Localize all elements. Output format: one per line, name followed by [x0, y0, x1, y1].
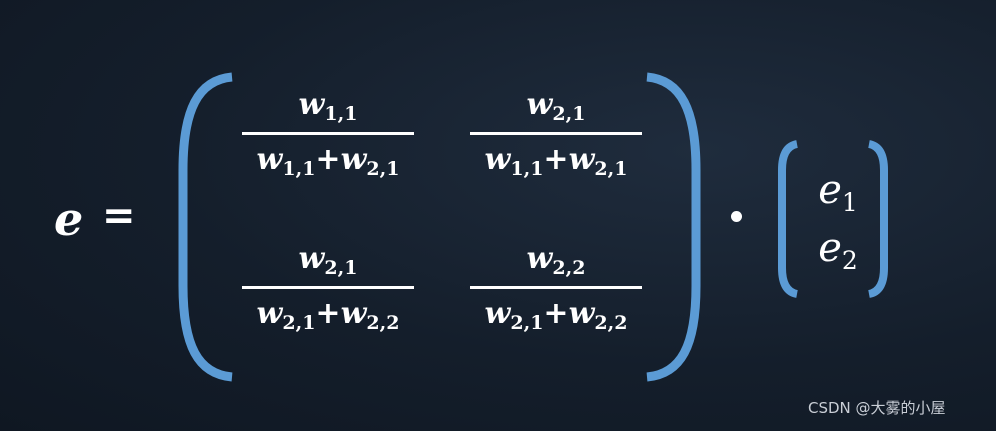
- cell-denominator: w2,1+w2,2: [484, 296, 628, 334]
- matrix-cell-2-1: w2,1 w2,1+w2,2: [242, 244, 414, 333]
- matrix-cell-1-2: w2,1 w1,1+w2,1: [470, 90, 642, 179]
- vector-right-bracket: [867, 140, 888, 298]
- cell-numerator: w2,1: [298, 241, 358, 279]
- cell-denominator: w1,1+w2,1: [256, 142, 400, 180]
- lhs-symbol-e: e: [54, 192, 84, 246]
- vector-left-bracket: [778, 140, 799, 298]
- fraction-bar: [470, 286, 642, 289]
- cell-denominator: w1,1+w2,1: [484, 142, 628, 180]
- fraction-bar: [470, 132, 642, 135]
- vector-entry-e2: e2: [818, 225, 858, 275]
- cell-numerator: w2,2: [526, 241, 586, 279]
- watermark-text: CSDN @大雾的小屋: [808, 399, 946, 417]
- cell-numerator: w1,1: [298, 87, 358, 125]
- fraction-bar: [242, 132, 414, 135]
- equals-sign: =: [102, 193, 136, 239]
- matrix-left-bracket: [178, 72, 233, 382]
- cell-denominator: w2,1+w2,2: [256, 296, 400, 334]
- matrix-right-bracket: [646, 72, 701, 382]
- matrix-cell-1-1: w1,1 w1,1+w2,1: [242, 90, 414, 179]
- matrix-cell-2-2: w2,2 w2,1+w2,2: [470, 244, 642, 333]
- dot-operator: [731, 211, 742, 222]
- cell-numerator: w2,1: [526, 87, 586, 125]
- vector-entry-e1: e1: [818, 167, 858, 217]
- fraction-bar: [242, 286, 414, 289]
